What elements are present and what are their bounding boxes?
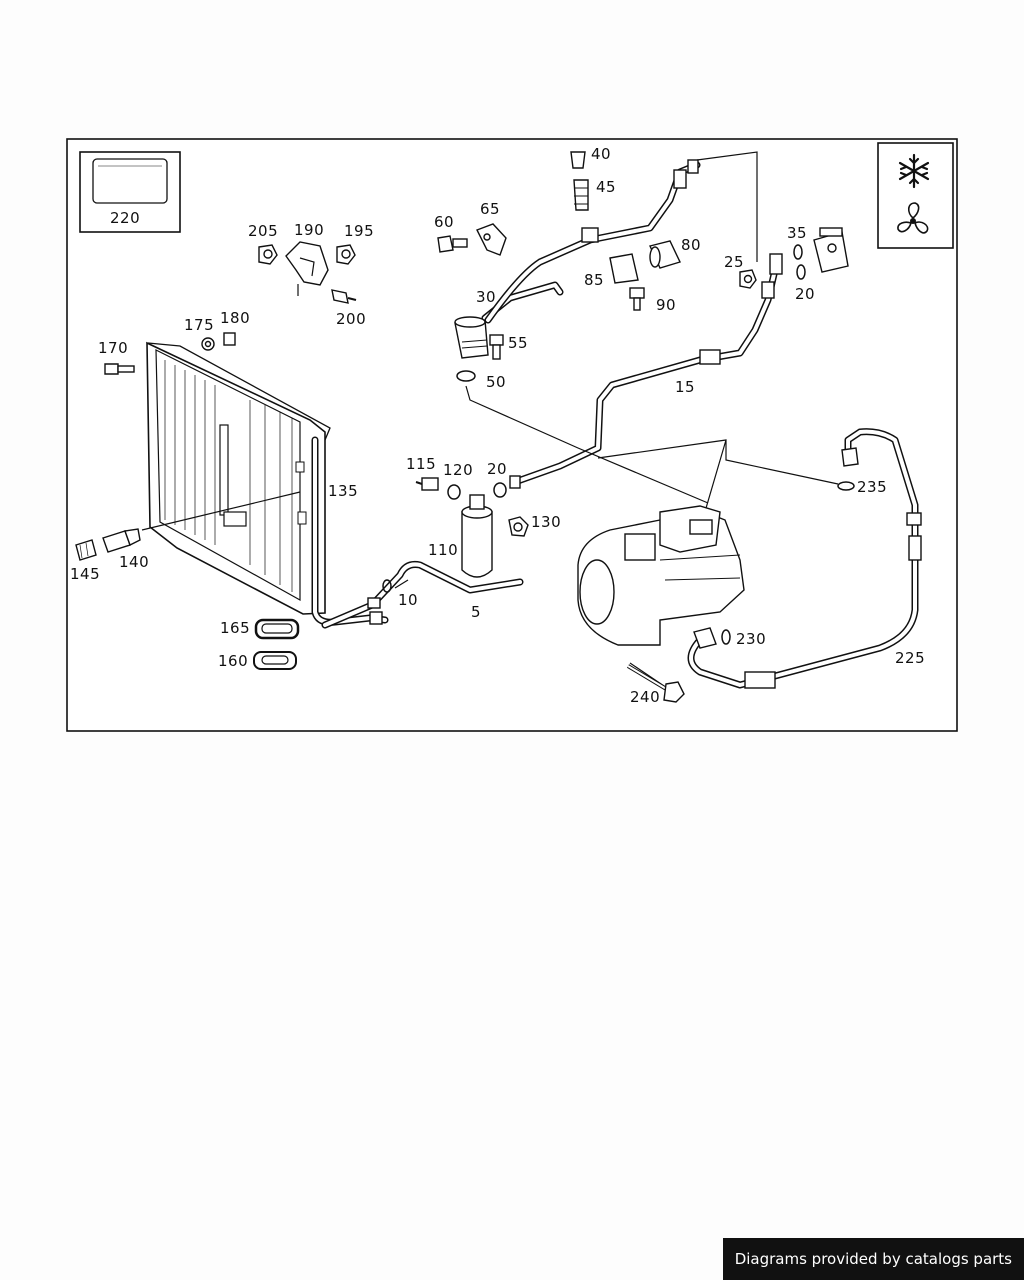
part-130-nut <box>508 516 529 537</box>
footer-credit: Diagrams provided by catalogs parts <box>722 1238 1024 1280</box>
icon-box <box>877 142 954 249</box>
part-160-rubber-mount <box>253 651 297 670</box>
callout-65: 65 <box>480 200 500 218</box>
callout-10: 10 <box>398 591 418 609</box>
part-compressor <box>577 505 745 646</box>
part-230-o-ring <box>721 629 731 645</box>
part-90-bolt <box>629 287 645 311</box>
callout-85: 85 <box>584 271 604 289</box>
callout-15: 15 <box>675 378 695 396</box>
callout-120: 120 <box>443 461 473 479</box>
part-50-o-ring <box>456 370 476 382</box>
part-140-valve <box>102 528 141 553</box>
callout-170: 170 <box>98 339 128 357</box>
callout-190: 190 <box>294 221 324 239</box>
part-50-dryer-housing <box>454 316 489 359</box>
part-85-clamp <box>609 253 639 284</box>
fan-icon <box>897 202 929 234</box>
part-20-o-rings-top <box>793 244 806 280</box>
diagram-leader-lines <box>394 151 839 691</box>
part-10-pipe <box>311 436 524 629</box>
callout-80: 80 <box>681 236 701 254</box>
part-10-o-ring <box>382 579 392 593</box>
part-175-washer <box>201 337 215 351</box>
callout-50: 50 <box>486 373 506 391</box>
callout-220: 220 <box>110 209 140 227</box>
callout-110: 110 <box>428 541 458 559</box>
part-145-cap <box>75 539 97 561</box>
callout-240: 240 <box>630 688 660 706</box>
callout-135: 135 <box>328 482 358 500</box>
part-180-clip <box>223 332 236 346</box>
callout-90: 90 <box>656 296 676 314</box>
part-120-o-ring <box>447 484 461 500</box>
part-190-bracket <box>285 241 329 296</box>
callout-175: 175 <box>184 316 214 334</box>
callout-45: 45 <box>596 178 616 196</box>
callout-115: 115 <box>406 455 436 473</box>
part-205-nut <box>258 244 278 265</box>
part-20-o-ring-mid <box>493 482 507 498</box>
callout-20-mid: 20 <box>487 460 507 478</box>
callout-200: 200 <box>336 310 366 328</box>
callout-205: 205 <box>248 222 278 240</box>
part-45-valve <box>573 179 589 211</box>
part-220-label-plate <box>79 151 181 233</box>
callout-60: 60 <box>434 213 454 231</box>
callout-165: 165 <box>220 619 250 637</box>
callout-5: 5 <box>471 603 481 621</box>
part-225-hose <box>687 428 922 689</box>
part-110-receiver-drier <box>461 494 493 578</box>
part-40-cap <box>570 151 586 169</box>
part-25-nut <box>739 269 757 289</box>
part-35-expansion-valve <box>813 227 849 273</box>
callout-35: 35 <box>787 224 807 242</box>
callout-160: 160 <box>218 652 248 670</box>
callout-30: 30 <box>476 288 496 306</box>
callout-225: 225 <box>895 649 925 667</box>
callout-20-top: 20 <box>795 285 815 303</box>
callout-55: 55 <box>508 334 528 352</box>
callout-235: 235 <box>857 478 887 496</box>
part-170-bolt <box>104 363 135 375</box>
part-80-insulator <box>649 240 681 269</box>
part-30-pipe <box>481 159 701 324</box>
callout-230: 230 <box>736 630 766 648</box>
part-195-nut <box>336 244 356 265</box>
part-165-rubber-mount <box>254 618 300 640</box>
callout-140: 140 <box>119 553 149 571</box>
callout-25: 25 <box>724 253 744 271</box>
part-115-switch <box>415 477 439 491</box>
part-235-o-ring <box>837 481 855 491</box>
snowflake-icon <box>898 153 930 189</box>
part-200-sensor <box>331 289 357 304</box>
callout-40: 40 <box>591 145 611 163</box>
callout-145: 145 <box>70 565 100 583</box>
part-55-screw <box>489 334 504 360</box>
callout-130: 130 <box>531 513 561 531</box>
part-15-pipe <box>509 253 783 489</box>
part-60-bolt <box>437 235 468 253</box>
callout-195: 195 <box>344 222 374 240</box>
callout-180: 180 <box>220 309 250 327</box>
part-65-bracket <box>476 223 507 256</box>
part-condenser <box>146 341 331 615</box>
leader-140 <box>141 491 301 531</box>
part-240-bolt <box>626 664 685 703</box>
